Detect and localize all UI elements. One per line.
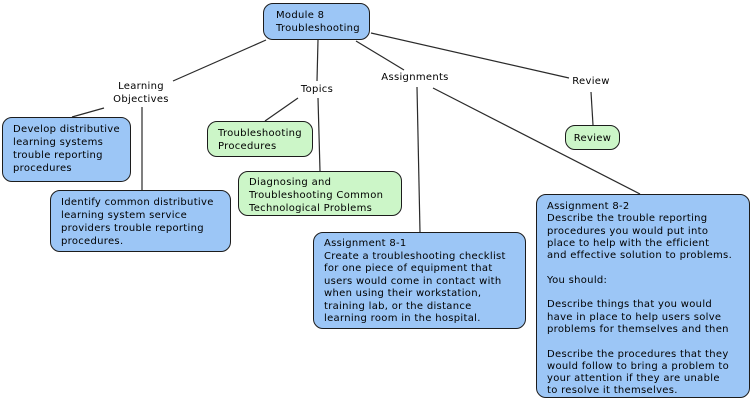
node-identify-service-providers[interactable]: Identify common distributive learning sy… <box>50 190 231 252</box>
connector-line-assignments-a81 <box>416 86 421 233</box>
node-review[interactable]: Review <box>565 125 620 150</box>
connector-line-module-learning-objectives <box>172 39 267 82</box>
connector-line-module-topics <box>316 39 319 82</box>
node-assignment-8-1[interactable]: Assignment 8-1 Create a troubleshooting … <box>313 232 526 329</box>
link-label-topics[interactable]: Topics <box>300 84 334 95</box>
connector-line-assignments-a82 <box>432 87 641 195</box>
node-diagnosing-technological-problems[interactable]: Diagnosing and Troubleshooting Common Te… <box>238 171 402 216</box>
link-label-assignments[interactable]: Assignments <box>381 72 449 83</box>
connector-line-review-reviewnode <box>590 91 594 126</box>
connector-line-topics-tsproc <box>264 97 299 122</box>
node-develop-trouble-reporting-procedures[interactable]: Develop distributive learning systems tr… <box>2 117 131 182</box>
node-assignment-8-2[interactable]: Assignment 8-2 Describe the trouble repo… <box>536 194 750 398</box>
connector-line-module-assignments <box>355 40 405 71</box>
connector-line-topics-diagnosing <box>317 97 321 172</box>
connector-line-lo-develop <box>71 107 105 118</box>
link-label-review[interactable]: Review <box>572 76 610 87</box>
node-troubleshooting-procedures[interactable]: Troubleshooting Procedures <box>207 121 313 157</box>
link-label-learning-objectives[interactable]: Learning Objectives <box>113 81 169 105</box>
node-module-8-troubleshooting[interactable]: Module 8 Troubleshooting <box>263 3 370 40</box>
connector-line-module-review <box>370 32 570 79</box>
